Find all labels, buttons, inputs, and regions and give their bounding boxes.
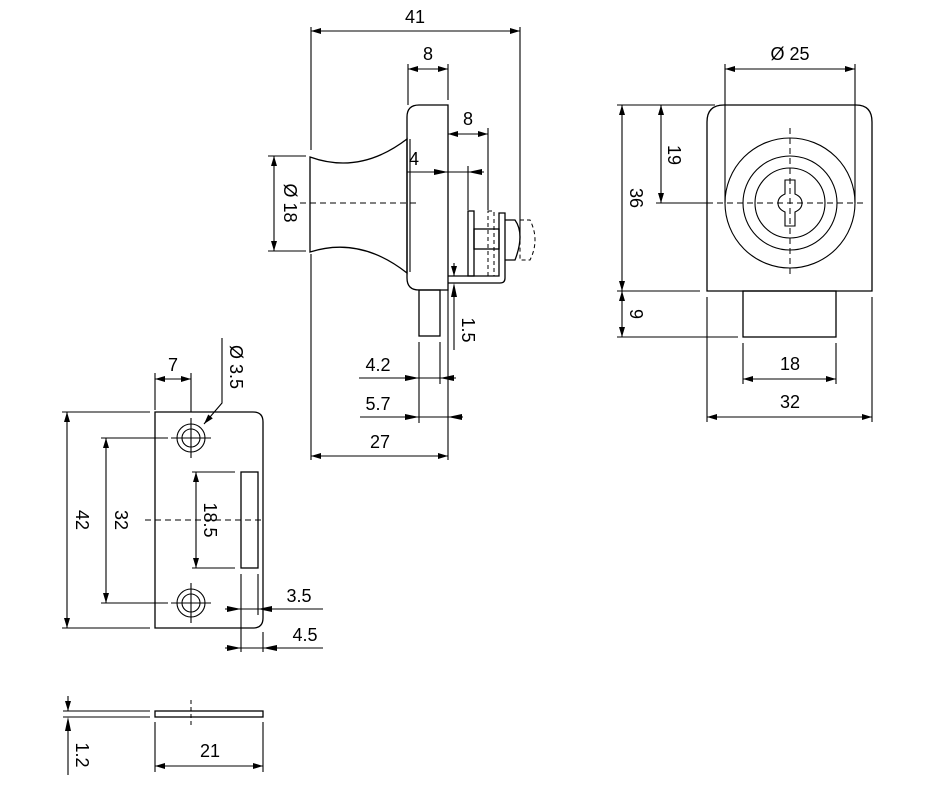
arrow [468, 169, 482, 175]
dim-overall-length: 41 [405, 7, 425, 27]
arrow [65, 717, 71, 731]
latch-bracket [448, 212, 506, 284]
screw-head-hidden [519, 219, 536, 261]
latch-plate-hidden [487, 210, 495, 277]
strike-plate [154, 411, 264, 629]
dim-body-length: 27 [370, 432, 390, 452]
dim-center-height: 19 [664, 145, 684, 165]
dim-slot-height: 18.5 [200, 502, 220, 537]
dim-knob-diameter: Ø 18 [280, 183, 300, 222]
arrow [227, 645, 241, 651]
arrow [440, 375, 454, 381]
dim-head-thickness: 8 [423, 44, 433, 64]
dim-slot-offset-b: 4.5 [292, 625, 317, 645]
latch-plate [467, 210, 475, 277]
dim-bolt-gap: 1.5 [458, 317, 478, 342]
dim-plate-height: 42 [72, 510, 92, 530]
arrow [227, 606, 241, 612]
dim-plate-width: 21 [200, 741, 220, 761]
hole-leader [203, 338, 223, 425]
keyhole-icon [777, 179, 803, 227]
side-view: 41 8 8 4 Ø 18 1.5 4.2 [268, 7, 536, 460]
dim-latch-offset: 8 [463, 109, 473, 129]
dim-hole-diameter: Ø 3.5 [226, 345, 246, 389]
dim-hole-offset: 7 [168, 355, 178, 375]
bolt [418, 289, 441, 337]
dim-slot-offset-a: 3.5 [286, 586, 311, 606]
front-view: Ø 25 36 19 9 18 32 [617, 44, 873, 422]
front-bolt [742, 290, 837, 338]
arrow [451, 283, 457, 297]
arrow [405, 375, 419, 381]
dim-plate-thickness: 1.2 [72, 742, 92, 767]
plate-edge [154, 710, 264, 718]
knob-outline [309, 137, 408, 275]
dim-bolt-width: 18 [780, 354, 800, 374]
dim-bolt-width-b: 5.7 [365, 394, 390, 414]
screw-head [505, 219, 521, 261]
dim-knob-step: 4 [409, 149, 419, 169]
plate-edge-view: 1.2 21 [63, 696, 264, 775]
dim-hole-spacing: 32 [111, 510, 131, 530]
dim-cylinder-diameter: Ø 25 [770, 44, 809, 64]
dim-body-width: 32 [780, 392, 800, 412]
arrow [258, 606, 272, 612]
dim-body-height: 36 [626, 188, 646, 208]
arrow [448, 414, 462, 420]
strike-plate-view: 7 Ø 3.5 42 32 18.5 3.5 4.5 [62, 338, 323, 652]
latch-pin [473, 228, 500, 250]
arrow [405, 414, 419, 420]
dim-bolt-width-a: 4.2 [365, 355, 390, 375]
arrow [434, 169, 448, 175]
lock-body [706, 104, 873, 292]
lock-head [406, 104, 449, 291]
dim-bolt-height: 9 [626, 309, 646, 319]
arrow [263, 645, 277, 651]
